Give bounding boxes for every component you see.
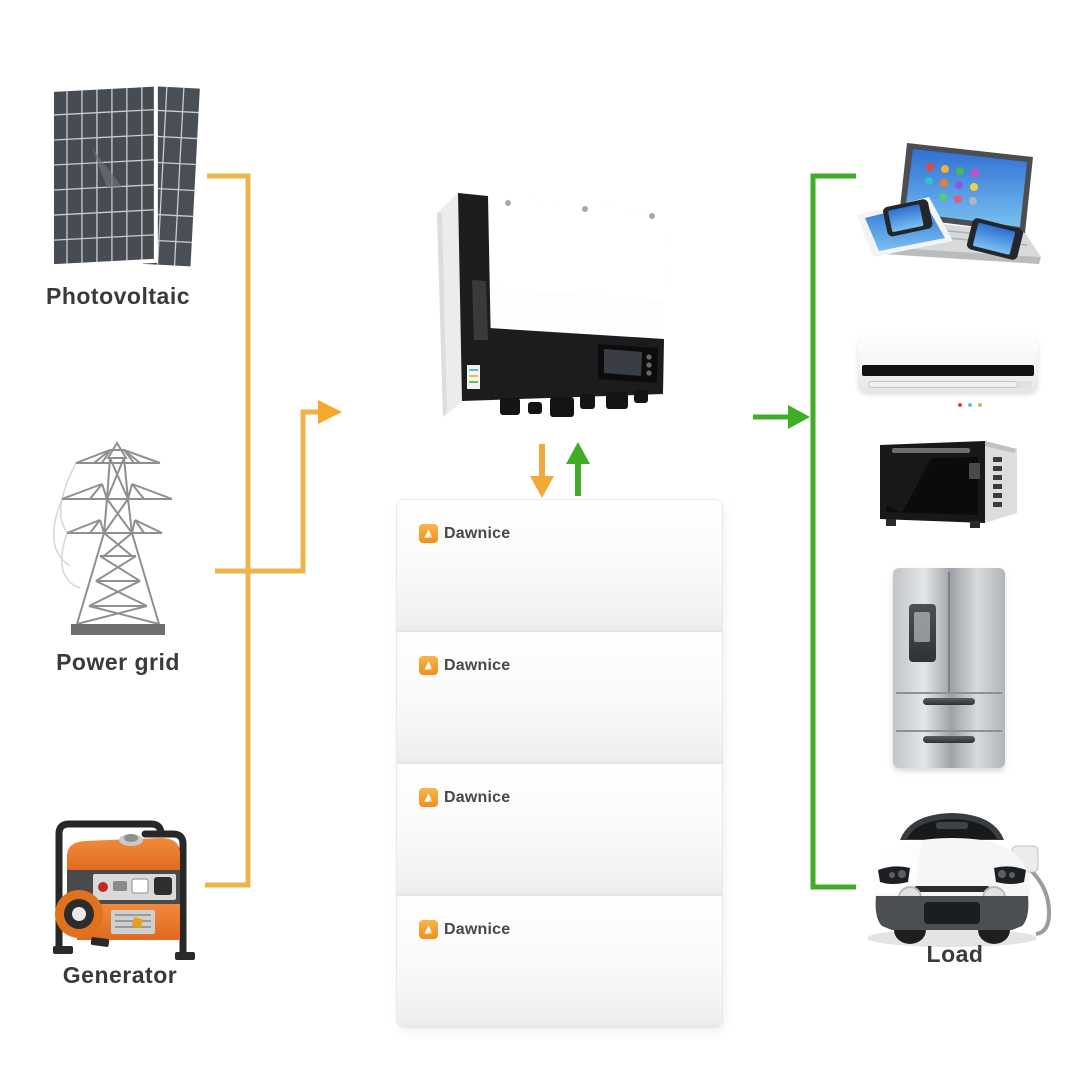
generator-label: Generator — [62, 962, 178, 988]
battery-module-4: Dawnice — [397, 895, 722, 1027]
battery-module-1: Dawnice — [397, 500, 722, 631]
dawnice-logo-icon — [419, 920, 438, 939]
battery-stack: Dawnice Dawnice Dawnice — [397, 500, 722, 1027]
solar-panels-icon — [50, 81, 205, 271]
loads-arrowhead — [788, 405, 810, 429]
brand-name: Dawnice — [444, 920, 511, 938]
consumer-electronics-icon — [857, 143, 1041, 264]
dawnice-logo-icon — [419, 788, 438, 807]
fridge-drawer-line — [896, 692, 1002, 694]
ac-flap — [1018, 381, 1032, 389]
battery-discharge-arrowhead — [566, 442, 590, 464]
hybrid-inverter-icon — [437, 193, 665, 417]
inverter-input-arrowhead — [318, 400, 342, 424]
brand-name: Dawnice — [444, 788, 511, 806]
fridge-drawer-line — [896, 730, 1002, 732]
dawnice-logo-icon — [419, 656, 438, 675]
battery-charge-arrowhead — [530, 476, 554, 498]
power-grid-label: Power grid — [56, 649, 180, 675]
dawnice-logo-icon — [419, 524, 438, 543]
ac-vent — [868, 381, 1018, 388]
fridge-drawer-handle — [923, 736, 975, 743]
load-label: Load — [926, 941, 984, 967]
microwave-oven-icon — [880, 441, 1017, 528]
dawnice-logo: Dawnice — [419, 788, 510, 807]
dawnice-logo: Dawnice — [419, 656, 510, 675]
fridge-door-split — [948, 572, 950, 692]
brand-name: Dawnice — [444, 656, 511, 674]
dawnice-logo: Dawnice — [419, 524, 510, 543]
transmission-tower-icon — [52, 441, 173, 635]
battery-module-3: Dawnice — [397, 763, 722, 895]
source-trunk-line — [205, 173, 251, 888]
loads-trunk-line — [810, 173, 856, 890]
electric-car-icon — [867, 813, 1052, 947]
photovoltaic-label: Photovoltaic — [45, 283, 190, 309]
air-conditioner-icon — [858, 331, 1038, 407]
battery-module-2: Dawnice — [397, 631, 722, 763]
fridge-drawer-handle — [923, 698, 975, 705]
portable-generator-icon — [53, 820, 195, 960]
grid-to-inverter-line — [215, 409, 320, 574]
dawnice-logo: Dawnice — [419, 920, 510, 939]
brand-name: Dawnice — [444, 524, 511, 542]
refrigerator-icon — [893, 568, 1005, 768]
fridge-water-dispenser — [909, 604, 936, 662]
ac-display-stripe — [862, 365, 1034, 407]
